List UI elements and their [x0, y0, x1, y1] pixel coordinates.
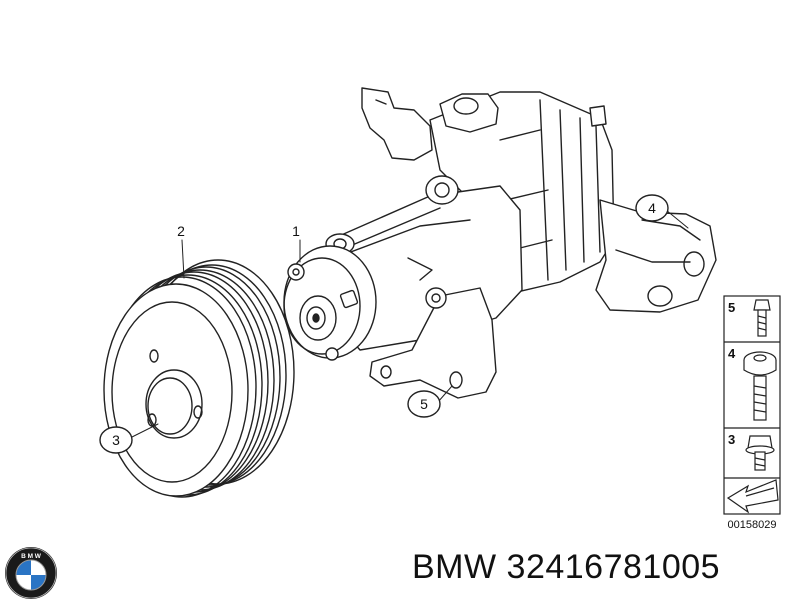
legend-number-4: 4	[728, 346, 736, 361]
power-steering-pump	[283, 87, 717, 399]
direction-arrow-icon	[726, 479, 779, 514]
callout-5-label: 5	[420, 396, 428, 412]
callout-4: 4	[635, 194, 669, 222]
pulley	[103, 259, 295, 498]
callout-1: 1	[292, 223, 300, 239]
brand-name: BMW	[412, 548, 497, 586]
leader-lines	[129, 209, 689, 439]
part-number: 32416781005	[506, 548, 721, 586]
callout-2: 2	[177, 223, 185, 239]
callout-3: 3	[99, 426, 133, 454]
logo-text: B M W	[21, 553, 42, 560]
hex-bolt-icon	[745, 435, 775, 471]
short-bolt-icon	[753, 299, 771, 337]
brand-part-number: BMW 32416781005	[412, 548, 720, 587]
callout-2-label: 2	[177, 223, 185, 239]
callout-5: 5	[407, 390, 441, 418]
diagram-code: 00158029	[728, 519, 777, 531]
legend-number-5: 5	[728, 300, 735, 315]
fastener-legend	[723, 295, 781, 515]
torx-bolt-icon	[743, 351, 777, 421]
bmw-logo-icon: B M W	[5, 547, 57, 599]
legend-number-3: 3	[728, 432, 735, 447]
callout-1-label: 1	[292, 223, 300, 239]
callout-3-label: 3	[112, 432, 120, 448]
callout-4-label: 4	[648, 200, 656, 216]
